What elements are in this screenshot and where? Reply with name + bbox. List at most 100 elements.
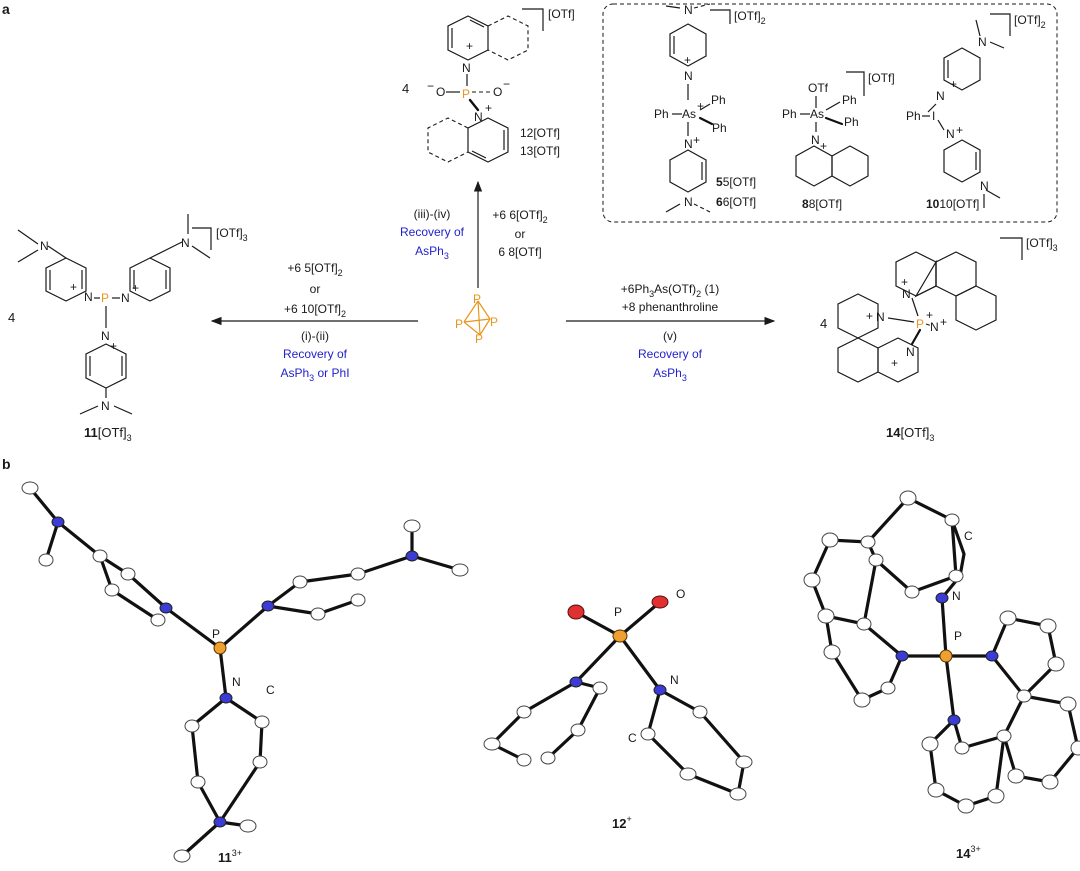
s11-atom-n: N [232,675,241,689]
right-recovery-2: AsPh3 [653,366,687,383]
top-o-1: O [436,85,445,99]
box-nme2-n-1: N [684,3,693,17]
svg-text:−: − [503,77,510,91]
p4-atom-2: P [455,317,463,331]
right-reagent-2: +8 phenanthroline [622,300,719,314]
left-ring-n-1: N [84,290,93,304]
s12-atom-c: C [628,731,637,745]
svg-text:+: + [485,101,492,115]
panel-label-b: b [2,456,11,472]
top-condition: (iii)-(iv) [414,207,451,221]
box-ph-10: Ph [906,109,921,123]
right-conditions: +6Ph3As(OTf)2 (1) +8 phenanthroline (v) … [621,282,719,383]
box-nme2-n-2: N [684,195,693,209]
top-ring-n-1: N [462,61,471,75]
box-ph-8a: Ph [782,107,797,121]
svg-text:+: + [901,275,908,289]
s11-atom-c: C [266,683,275,697]
left-condition: (i)-(ii) [301,329,329,343]
s12-atom-p: P [614,605,622,619]
right-ring-n-3: N [930,320,939,334]
compound-11: 4 [OTf]3 N + N P N + N N + N [8,214,248,443]
p4-atom-3: P [490,315,498,329]
left-compound-label: 11[OTf]3 [84,425,132,443]
svg-text:+: + [820,139,827,153]
s14-atom-p: P [954,629,962,643]
box-ring-n-8: N [811,133,820,147]
box-ring-n-10-top: N [936,89,945,103]
top-reagent-1: +6 6[OTf]2 [492,208,547,225]
box-ring-n-5-top: N [684,69,693,83]
right-recovery-1: Recovery of [638,347,703,361]
box-label-6: 66[OTf] [716,195,756,209]
top-central-p: P [462,87,470,101]
s11-label: 113+ [218,848,242,865]
top-compound-12: 12[OTf] [520,126,560,140]
right-ring-n-2: N [876,310,885,324]
svg-text:+: + [110,339,117,353]
left-ring-n-2: N [121,291,130,305]
p4-tetrahedron: P P P P [455,292,498,346]
box-ph-8b: Ph [842,93,857,107]
s12-atom-n: N [670,673,679,687]
top-ring-n-2: N [474,110,483,124]
right-counterion: [OTf]3 [1026,236,1058,253]
top-compound-13: 13[OTf] [520,144,560,158]
top-counterion: [OTf] [548,7,575,21]
box-counterion-1: [OTf] [868,71,895,85]
left-conditions: +6 5[OTf]2 or +6 10[OTf]2 (i)-(ii) Recov… [280,261,349,383]
svg-text:−: − [427,79,434,93]
svg-text:+: + [956,123,963,137]
box-ring-n-10-bot: N [946,127,955,141]
right-ring-n-4: N [906,345,915,359]
left-central-p: P [101,291,109,305]
svg-text:+: + [866,309,873,323]
right-condition: (v) [663,329,677,343]
box-counterion-2: [OTf]2 [734,9,766,26]
box-label-10: 1010[OTf] [926,197,979,211]
left-nme2-n-3: N [101,399,110,413]
box-nme2-n-4: N [980,179,989,193]
left-counterion: [OTf]3 [216,226,248,243]
left-coefficient: 4 [8,310,15,325]
box-ph-5b: Ph [711,93,726,107]
svg-text:+: + [950,77,957,91]
s14-label: 143+ [956,844,981,861]
left-nme2-n-2: N [181,236,190,250]
right-central-p: P [916,317,924,331]
box-counterion-3: [OTf]2 [1014,13,1046,30]
reagent-box: N [OTf]2 + N Ph As + Ph Ph N + N 55[OTf]… [602,3,1058,223]
top-coefficient: 4 [402,81,409,96]
box-as-5: As [682,107,696,121]
box-ph-5c: Ph [712,121,727,135]
crystal-structure-11: P N C 113+ [21,481,469,865]
svg-text:+: + [940,315,947,329]
p4-atom-1: P [473,292,481,306]
s14-atom-n: N [952,589,961,603]
svg-text:+: + [466,39,473,53]
left-recovery-1: Recovery of [283,347,348,361]
right-reagent-1: +6Ph3As(OTf)2 (1) [621,282,719,299]
svg-text:+: + [926,308,933,322]
compound-12-13: 4 [OTf] N + P O − O − N + 12[OTf] 13[OTf… [402,7,575,163]
p4-atom-4: P [475,332,483,346]
top-conditions: (iii)-(iv) Recovery of AsPh3 +6 6[OTf]2 … [400,207,548,261]
left-recovery-2: AsPh3 or PhI [280,366,349,383]
box-ring-n-5-bot: N [684,137,693,151]
compound-14: 4 [OTf]3 N + N + P + N + N + 14[OTf]3 [820,236,1058,443]
panel-label-a: a [2,1,10,17]
left-reagent-1: +6 5[OTf]2 [287,261,342,278]
svg-text:+: + [684,53,691,67]
box-otf-8: OTf [808,81,829,95]
box-as-8: As [810,107,824,121]
left-reagent-or: or [310,282,321,296]
s12-label: 12+ [612,814,632,831]
right-ring-n-1: N [902,287,911,301]
box-label-8: 88[OTf] [802,197,842,211]
s11-atom-p: P [212,627,220,641]
box-ph-5a: Ph [654,107,669,121]
top-reagent-or: or [515,227,526,241]
crystal-structure-12: P O N C 12+ [483,587,753,831]
left-reagent-2: +6 10[OTf]2 [284,302,346,319]
